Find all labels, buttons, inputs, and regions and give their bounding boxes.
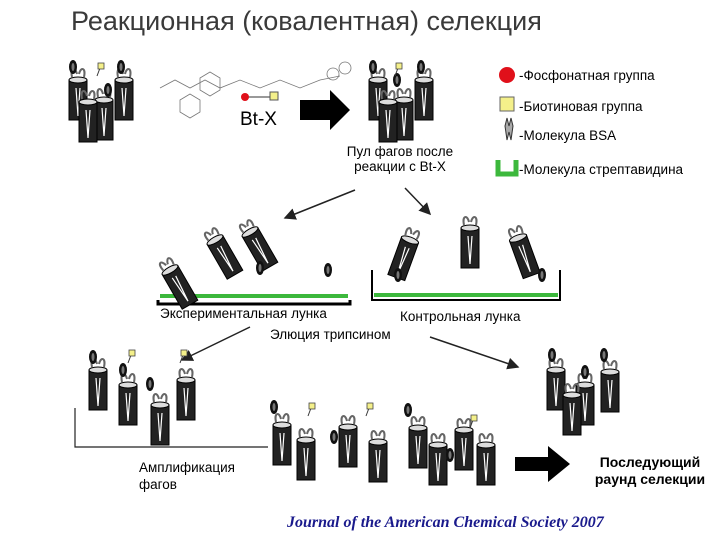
phage-cluster-eluted [88,349,196,446]
next-round-arrow [515,446,570,482]
phage-cluster-after-reaction [368,60,434,143]
next-round-line2: раунд селекции [594,471,706,487]
bt-x-schematic [241,91,279,101]
pool-caption-line2: реакции с Bt-X [354,159,446,174]
page-title: Реакционная (ковалентная) селекция [71,6,542,36]
experimental-well-label: Экспериментальная лунка [160,306,327,321]
elution-label: Элюция трипсином [270,327,391,342]
arrow-to-control [404,187,432,216]
bt-x-structure [159,61,352,119]
arrow-to-amplification [180,326,251,361]
phage-cluster-control [546,348,620,436]
control-well-label: Контрольная лунка [400,309,521,324]
legend-symbols [495,67,519,177]
pool-caption-line1: Пул фагов после [346,144,454,159]
legend-label-biotin: -Биотиновая группа [519,99,643,114]
experimental-well [155,216,352,311]
legend-label-phosphonate: -Фосфонатная группа [519,68,655,83]
citation: Journal of the American Chemical Society… [287,514,604,531]
amplification-line2: фагов [139,477,177,492]
amplification-line1: Амплификация [139,460,235,475]
legend-label-bsa: -Молекула BSA [519,128,617,143]
reagent-label: Bt-X [240,109,277,130]
pool-caption: Пул фагов после реакции с Bt-X [330,144,470,174]
phage-cluster-amplified [270,400,496,486]
arrow-to-control-result [429,336,520,370]
arrow-to-experimental [283,189,356,220]
control-well [371,215,561,301]
amplification-label: Амплификация фагов [139,459,235,493]
reaction-arrow [300,90,350,130]
amplification-bracket [74,408,268,448]
legend-label-streptavidin: -Молекула стрептавидина [519,162,684,177]
next-round-line1: Последующий [599,454,701,470]
next-round-label: Последующий раунд селекции [580,454,720,488]
phage-cluster-initial [68,60,134,143]
